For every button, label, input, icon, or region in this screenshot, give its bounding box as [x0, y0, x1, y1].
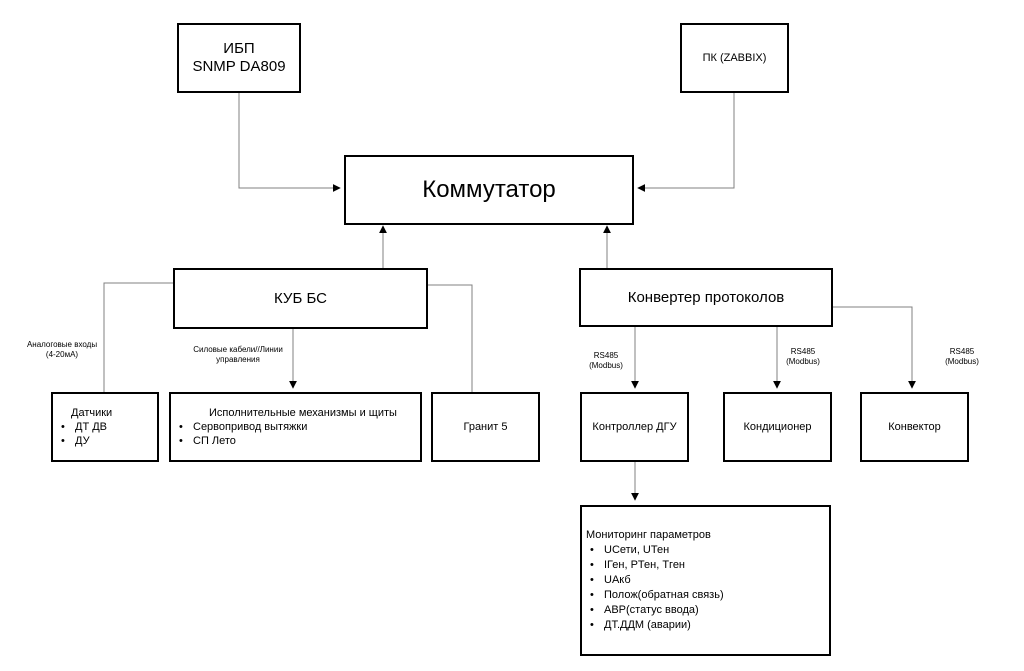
list-item: ДУ [57, 434, 157, 448]
pc-label: ПК (ZABBIX) [702, 52, 767, 64]
edge-kub-to-sensors [103, 282, 175, 392]
list-item: UАкб [586, 573, 829, 588]
actuators-title: Исполнительные механизмы и щиты [209, 407, 397, 419]
list-item: ДТ ДВ [57, 420, 157, 434]
kub-label: КУБ БС [274, 289, 327, 307]
edge-kub-to-granit [426, 284, 473, 392]
switch-label: Коммутатор [422, 176, 556, 203]
protocol-converter-node: Конвертер протоколов [579, 268, 833, 327]
list-item: СП Лето [175, 434, 420, 448]
analog-inputs-label: Аналоговые входы (4-20мА) [26, 340, 98, 359]
list-item: IГен, PТен, Тген [586, 558, 829, 573]
edge-ups-to-switch [238, 92, 341, 192]
rs485-dgu-label: RS485 (Modbus) [589, 351, 623, 370]
switch-node: Коммутатор [344, 155, 634, 225]
rs485-conditioner-label: RS485 (Modbus) [786, 347, 820, 366]
rs485-convector-label: RS485 (Modbus) [945, 347, 979, 366]
list-item: Полож(обратная связь) [586, 588, 829, 603]
list-item: АВР(статус ввода) [586, 603, 829, 618]
monitoring-node: Мониторинг параметров UСети, UТен IГен, … [580, 505, 831, 656]
edge-converter-to-convector [831, 306, 916, 389]
sensors-list: ДТ ДВ ДУ [57, 420, 157, 448]
conditioner-label: Кондиционер [743, 421, 812, 433]
list-item: ДТ.ДДМ (аварии) [586, 618, 829, 633]
sensors-title: Датчики [71, 407, 113, 419]
actuators-node: Исполнительные механизмы и щиты Сервопри… [169, 392, 422, 462]
list-item: Сервопривод вытяжки [175, 420, 420, 434]
pc-zabbix-node: ПК (ZABBIX) [680, 23, 789, 93]
convector-label: Конвектор [888, 421, 941, 433]
sensors-node: Датчики ДТ ДВ ДУ [51, 392, 159, 462]
conditioner-node: Кондиционер [723, 392, 832, 462]
list-item: UСети, UТен [586, 543, 829, 558]
dgu-controller-node: Контроллер ДГУ [580, 392, 689, 462]
monitoring-list: UСети, UТен IГен, PТен, Тген UАкб Полож(… [586, 543, 829, 633]
actuators-list: Сервопривод вытяжки СП Лето [175, 420, 420, 448]
ups-label-line2: SNMP DA809 [192, 58, 286, 75]
ups-node: ИБП SNMP DA809 [177, 23, 301, 93]
power-cables-label: Силовые кабели//Линии управления [193, 345, 283, 364]
monitoring-title: Мониторинг параметров [586, 529, 711, 541]
granit-label: Гранит 5 [463, 421, 508, 433]
dgu-label: Контроллер ДГУ [592, 421, 677, 433]
granit-node: Гранит 5 [431, 392, 540, 462]
edge-pc-to-switch [637, 92, 735, 192]
convector-node: Конвектор [860, 392, 969, 462]
kub-bs-node: КУБ БС [173, 268, 428, 329]
ups-label-line1: ИБП [223, 40, 255, 57]
converter-label: Конвертер протоколов [627, 288, 785, 306]
